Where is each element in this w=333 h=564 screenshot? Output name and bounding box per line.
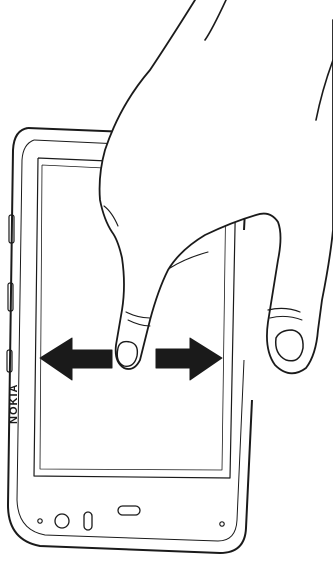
right-arrow-icon bbox=[156, 338, 222, 380]
menu-key-icon bbox=[84, 512, 92, 530]
brand-logo-text: NOKIA bbox=[8, 380, 20, 424]
call-key-icon bbox=[38, 519, 42, 523]
hand bbox=[100, 0, 333, 373]
speaker-grille-icon bbox=[118, 506, 140, 515]
fingernail-icon bbox=[117, 342, 137, 367]
thumb-nail-icon bbox=[276, 330, 303, 361]
hand-outline bbox=[100, 0, 333, 373]
left-arrow-icon bbox=[40, 338, 112, 380]
home-key-icon bbox=[55, 514, 69, 528]
end-key-icon bbox=[220, 522, 224, 526]
